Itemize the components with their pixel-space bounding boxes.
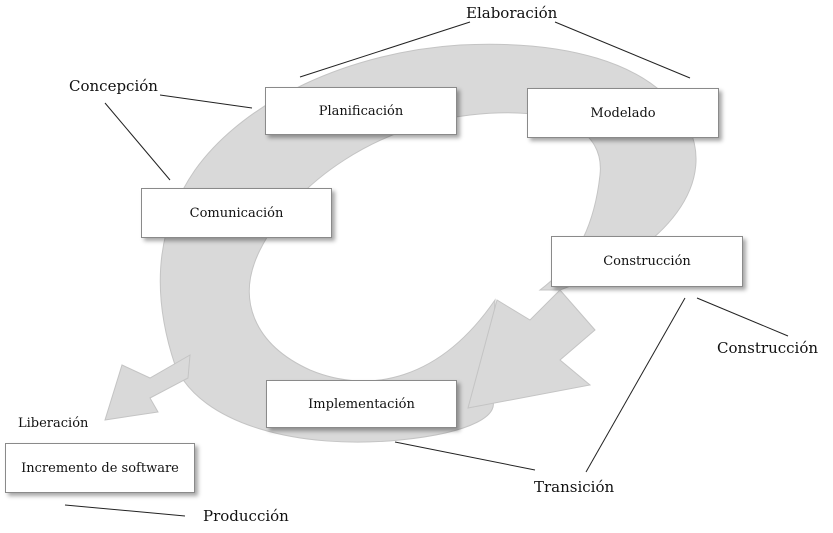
produccion-leader: [64, 504, 186, 517]
construccion-leader: [696, 297, 789, 337]
phase-label-construccion: Construcción: [717, 339, 819, 357]
activity-box-construccion: Construcción: [551, 236, 743, 287]
elaboracion-leader-left: [299, 21, 471, 78]
activity-box-comunicacion: Comunicación: [141, 188, 332, 238]
activity-box-planificacion: Planificación: [265, 87, 457, 135]
activity-label-incremento: Incremento de software: [21, 460, 179, 476]
cycle-ring: [159, 43, 697, 443]
release-arrow: [104, 354, 191, 421]
activity-label-comunicacion: Comunicación: [189, 205, 284, 221]
leader-lines: [64, 21, 789, 517]
activity-label-implementacion: Implementación: [308, 396, 415, 412]
phase-label-liberacion: Liberación: [18, 416, 89, 431]
concepcion-leader-top: [159, 94, 253, 109]
activity-box-modelado: Modelado: [527, 88, 719, 138]
phase-label-elaboracion: Elaboración: [466, 4, 558, 22]
concepcion-leader-bottom: [104, 102, 171, 181]
activity-label-modelado: Modelado: [590, 105, 656, 121]
activity-label-planificacion: Planificación: [318, 103, 404, 119]
phase-label-transicion: Transición: [534, 478, 615, 496]
activity-box-incremento: Incremento de software: [5, 443, 195, 493]
activity-label-construccion: Construcción: [603, 254, 691, 269]
elaboracion-leader-right: [554, 21, 691, 79]
cycle-arrowhead: [467, 289, 596, 409]
phase-label-produccion: Producción: [203, 507, 289, 525]
phase-label-concepcion: Concepción: [69, 77, 158, 95]
transicion-leader-right: [585, 297, 686, 473]
activity-box-implementacion: Implementación: [266, 380, 457, 428]
transicion-leader-left: [394, 441, 536, 471]
